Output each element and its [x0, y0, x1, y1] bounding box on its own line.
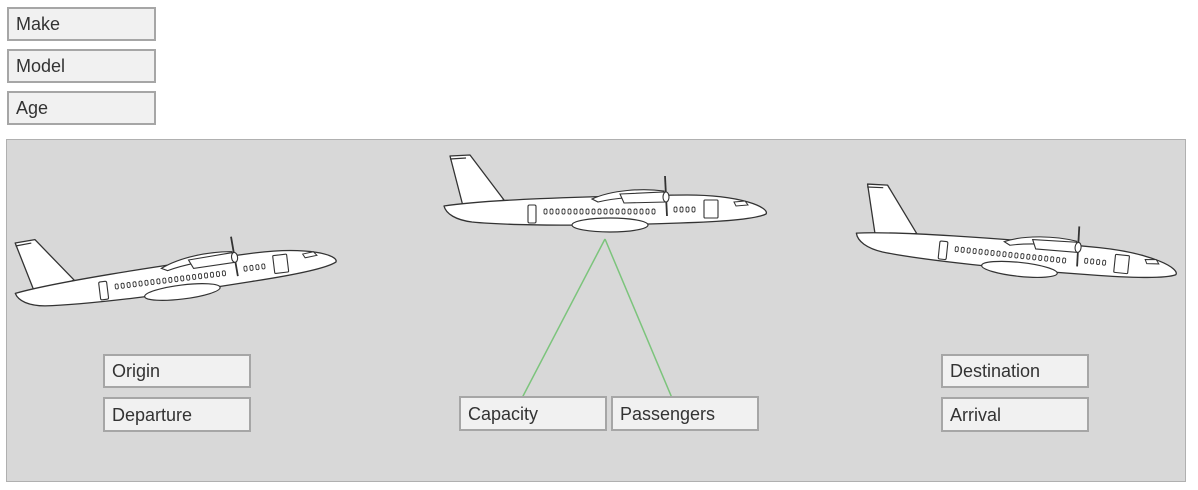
- origin-label: Origin: [103, 354, 251, 388]
- departing-airplane-icon: [8, 202, 340, 321]
- destination-label: Destination: [941, 354, 1089, 388]
- arriving-airplane-icon: [852, 181, 1184, 294]
- arrival-label: Arrival: [941, 397, 1089, 432]
- model-label: Model: [7, 49, 156, 83]
- cruising-airplane-icon: [443, 154, 768, 233]
- passengers-label: Passengers: [611, 396, 759, 431]
- capacity-label: Capacity: [459, 396, 607, 431]
- make-label: Make: [7, 7, 156, 41]
- age-label: Age: [7, 91, 156, 125]
- departure-label: Departure: [103, 397, 251, 432]
